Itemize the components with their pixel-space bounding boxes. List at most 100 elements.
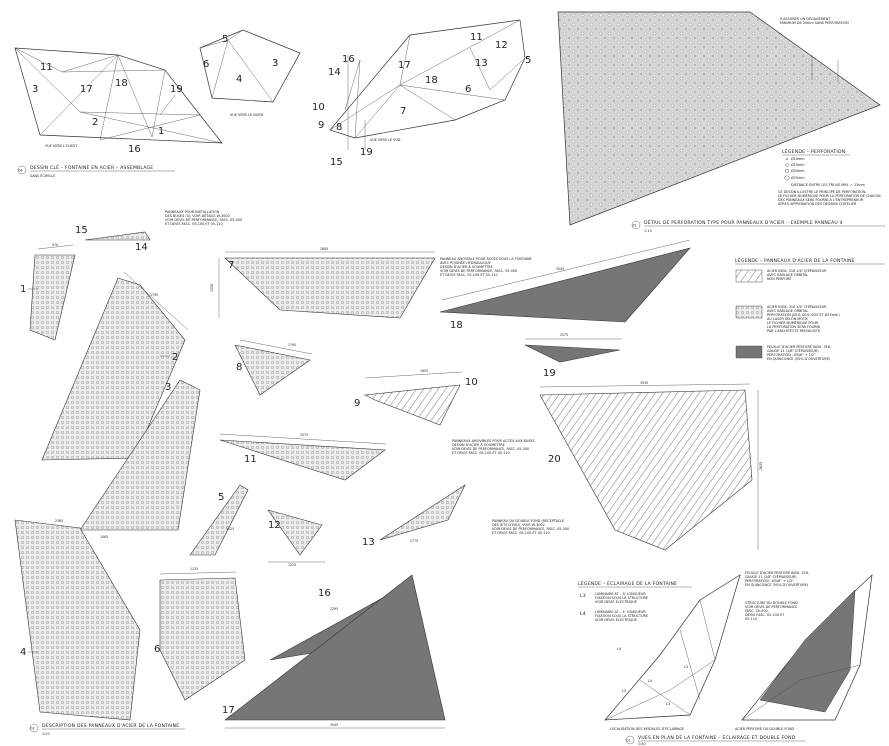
south-label-14: 14 — [328, 67, 341, 78]
svg-text:NON PERFORÉ: NON PERFORÉ — [767, 276, 791, 281]
title-03-scale: 1:20 — [42, 732, 50, 736]
west-label-18: 18 — [115, 78, 128, 89]
west-label-19: 19 — [170, 84, 183, 95]
svg-text:2575: 2575 — [300, 433, 308, 437]
svg-text:1775: 1775 — [410, 539, 418, 543]
svg-text:L4: L4 — [580, 611, 586, 617]
lighting-legend: LÉGENDE – ÉCLAIRAGE DE LA FONTAINE L3 LU… — [578, 579, 692, 622]
view-west: 11 3 17 18 19 2 16 1 VUE VERS L'OUEST — [14, 47, 223, 155]
lighting-legend-title: LÉGENDE – ÉCLAIRAGE DE LA FONTAINE — [578, 579, 677, 587]
svg-text:DES BUSES (3), VOIR DÉTAILS W-: DES BUSES (3), VOIR DÉTAILS W-3002 — [165, 213, 230, 218]
svg-text:PANNEAU AMOVIBLE POUR ACCÈS SO: PANNEAU AMOVIBLE POUR ACCÈS SOUS LA FONT… — [440, 256, 532, 261]
svg-text:17: 17 — [222, 705, 235, 716]
svg-text:5: 5 — [218, 492, 224, 503]
south-label-19: 19 — [360, 147, 373, 158]
svg-text:13: 13 — [362, 537, 375, 548]
svg-text:3: 3 — [165, 382, 171, 393]
svg-text:19: 19 — [543, 368, 556, 379]
svg-text:1125: 1125 — [190, 567, 198, 571]
plan-double-bottom: ACIER PERFORÉ OU DOUBLE FOND FEUILLE D'A… — [735, 570, 873, 731]
svg-text:DEVIS FASC. 05-100 ET: DEVIS FASC. 05-100 ET — [745, 613, 785, 617]
north-label-4: 4 — [236, 74, 242, 85]
west-view-caption: VUE VERS L'OUEST — [45, 144, 78, 148]
double-bottom-caption: ACIER PERFORÉ OU DOUBLE FOND — [735, 726, 795, 731]
perf-legend-title: LÉGENDE – PERFORATION — [782, 147, 845, 155]
svg-text:L3: L3 — [684, 665, 688, 669]
perf-legend-10: Ø10mm — [791, 156, 805, 161]
svg-text:02: 02 — [633, 224, 637, 228]
svg-text:2: 2 — [172, 352, 178, 363]
svg-text:STRUCTURE DU DOUBLE FOND: STRUCTURE DU DOUBLE FOND — [745, 601, 798, 605]
svg-text:7: 7 — [228, 260, 234, 271]
west-label-2: 2 — [92, 117, 98, 128]
svg-text:L3: L3 — [580, 593, 586, 599]
panel-14-15: 15 14 PANNEAUX POUR INSTALLATION DES BUS… — [75, 210, 242, 253]
svg-text:PERFORATION (Ø10, Ø15, Ø20 ET: PERFORATION (Ø10, Ø15, Ø20 ET Ø25mm) — [767, 312, 840, 317]
perf-note-3: DES PANNEAUX SERA FOURNI À L'ENTREPRENEU… — [778, 197, 864, 202]
svg-text:9: 9 — [354, 398, 360, 409]
svg-text:970: 970 — [52, 243, 58, 247]
svg-text:PERFORATION : Ø3/8" + 1/2": PERFORATION : Ø3/8" + 1/2" — [767, 352, 816, 357]
svg-text:PANNEAU DU DOUBLE FOND (RÉCEPT: PANNEAU DU DOUBLE FOND (RÉCEPTACLE — [492, 518, 564, 523]
perforation-detail: S'ASSURER UN DÉGAGEMENT MINIMUM DE 20mm … — [557, 11, 885, 233]
lighting-caption: LOCALISATION DES MODULES D'ÉCLAIRAGE — [610, 726, 684, 731]
svg-text:8: 8 — [236, 362, 242, 373]
svg-text:FIXATION SOUS LA STRUCTURE: FIXATION SOUS LA STRUCTURE — [595, 596, 648, 600]
south-label-12: 12 — [495, 40, 508, 51]
svg-text:15: 15 — [75, 225, 88, 236]
perf-note-2: LE FICHIER NUMÉRIQUE POUR LA PERFORATION… — [778, 193, 881, 198]
panel-1: 970 1 — [20, 243, 76, 341]
west-label-16: 16 — [128, 144, 141, 155]
svg-text:VOIR DEVIS DE PERFORMANCE, FAS: VOIR DEVIS DE PERFORMANCE, FASC. 05-000 — [452, 447, 529, 451]
svg-text:FIXATION SOUS LA STRUCTURE: FIXATION SOUS LA STRUCTURE — [595, 614, 648, 618]
svg-text:ET DEVIS FASC. 05-100 ET 05-11: ET DEVIS FASC. 05-100 ET 05-110 — [440, 273, 498, 277]
svg-text:EN QUINCONCE (50% D'OUVERTURE): EN QUINCONCE (50% D'OUVERTURE) — [745, 583, 809, 587]
panel-legend-title: LÉGENDE – PANNEAUX D'ACIER DE LA FONTAIN… — [735, 256, 855, 264]
svg-text:4: 4 — [20, 647, 26, 658]
west-label-1: 1 — [158, 126, 164, 137]
south-label-13: 13 — [475, 58, 488, 69]
svg-text:04: 04 — [19, 169, 23, 173]
svg-text:ACIER INOX. 316 1/4" D'ÉPAISSE: ACIER INOX. 316 1/4" D'ÉPAISSEUR — [767, 268, 827, 273]
south-label-17: 17 — [398, 60, 411, 71]
panel-18: 3045 18 — [439, 239, 691, 331]
svg-text:L4: L4 — [648, 679, 652, 683]
svg-text:6: 6 — [154, 644, 160, 655]
svg-text:3535: 3535 — [640, 381, 648, 385]
panel-17: 3045 17 — [222, 574, 446, 729]
panel-3: 3 1065 — [79, 379, 201, 539]
panel-legend: LÉGENDE – PANNEAUX D'ACIER DE LA FONTAIN… — [735, 256, 885, 361]
svg-text:ET DEVIS FASC. 05-100 ET 05-11: ET DEVIS FASC. 05-100 ET 05-110 — [492, 531, 550, 535]
south-label-5: 5 — [525, 55, 531, 66]
panel-5: 5 1125 — [189, 484, 249, 556]
title-04-text: DESSIN CLÉ – FONTAINE EN ACIER – ASSEMBL… — [30, 163, 153, 171]
svg-text:VOIR DEVIS DE PERFORMANCE, FAS: VOIR DEVIS DE PERFORMANCE, FASC. 05-000 — [492, 527, 569, 531]
svg-text:VOIR DEVIS DE PERFORMANCE: VOIR DEVIS DE PERFORMANCE — [745, 605, 797, 609]
west-label-17: 17 — [80, 84, 93, 95]
south-label-15: 15 — [330, 157, 343, 168]
svg-text:AVEC SABLAGE ORBITAL: AVEC SABLAGE ORBITAL — [767, 273, 808, 277]
view-north: 5 6 4 3 VUE VERS LE NORD — [199, 29, 301, 117]
svg-text:LUMINAIRE AT – 3' LONGUEUR: LUMINAIRE AT – 3' LONGUEUR — [595, 592, 646, 596]
south-label-8: 8 — [336, 122, 342, 133]
svg-text:ET DEVIS FASC. 05-100 ET 05-11: ET DEVIS FASC. 05-100 ET 05-110 — [452, 451, 510, 455]
view-south: 16 14 10 9 8 15 19 7 17 18 11 13 12 5 6 … — [312, 19, 531, 168]
svg-text:2635: 2635 — [759, 462, 763, 470]
svg-text:DESSIN D'ACIER À SOUMETTRE: DESSIN D'ACIER À SOUMETTRE — [452, 442, 505, 447]
svg-text:PAR L'ARCHITECTE PAYSAGISTE: PAR L'ARCHITECTE PAYSAGISTE — [767, 329, 820, 333]
svg-text:14: 14 — [135, 242, 148, 253]
panel-8: 1790 8 — [234, 339, 313, 396]
svg-text:LA PERFORATION SERA FOURNI: LA PERFORATION SERA FOURNI — [767, 325, 820, 329]
south-label-6: 6 — [465, 84, 471, 95]
svg-text:10: 10 — [465, 377, 478, 388]
svg-text:PERFORATION : Ø3/8" + 1/2": PERFORATION : Ø3/8" + 1/2" — [745, 578, 794, 583]
south-view-caption: VUE VERS LE SUD — [370, 138, 401, 142]
svg-text:LUMINAIRE AT – 4' LONGUEUR: LUMINAIRE AT – 4' LONGUEUR — [595, 610, 646, 614]
south-label-7: 7 — [400, 106, 406, 117]
perf-legend-25: Ø25mm — [791, 175, 805, 180]
svg-text:AVEC SABLAGE ORBITAL: AVEC SABLAGE ORBITAL — [767, 309, 808, 313]
svg-text:VOIR DEVIS DE PERFORMANCE, FAS: VOIR DEVIS DE PERFORMANCE, FASC. 05-000 — [165, 218, 242, 222]
panel-6: 1125 6 — [154, 567, 246, 701]
title-03: 03 DESCRIPTION DES PANNEAUX D'ACIER DE L… — [29, 723, 185, 736]
title-04-scale: SANS ÉCHELLE — [30, 173, 55, 178]
